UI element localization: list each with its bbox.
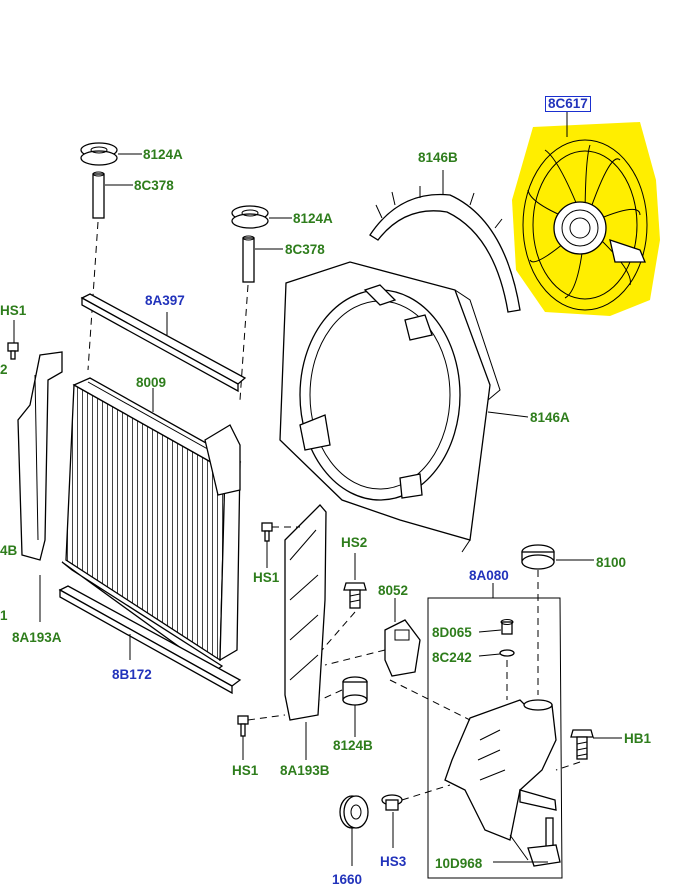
callout-8c378-mid[interactable]: 8C378 (285, 242, 325, 257)
pulley-1660[interactable] (339, 795, 369, 829)
screw-hs2[interactable] (343, 582, 367, 609)
callout-hb1[interactable]: HB1 (624, 731, 652, 746)
callout-8124a-left[interactable]: 8124A (143, 147, 183, 162)
reservoir-cap[interactable] (521, 544, 555, 570)
callout-8a193b[interactable]: 8A193B (280, 763, 330, 778)
callout-1660[interactable]: 1660 (332, 872, 363, 887)
radiator[interactable] (61, 377, 242, 673)
callout-8124b[interactable]: 8124B (333, 738, 373, 753)
callout-hs1-mid-top[interactable]: HS1 (253, 570, 280, 585)
callout-8009[interactable]: 8009 (136, 375, 167, 390)
bolt-mid-bottom-hs1[interactable] (237, 715, 249, 737)
callout-partial-1[interactable]: 1 (0, 608, 8, 623)
bolt-hb1[interactable] (570, 729, 594, 760)
bolt-mid-top-hs1[interactable] (261, 522, 273, 542)
callout-8c617[interactable]: 8C617 (545, 96, 591, 112)
callout-hs1-left[interactable]: HS1 (0, 303, 27, 318)
callout-partial-2[interactable]: 2 (0, 362, 8, 377)
callout-8124a-mid[interactable]: 8124A (293, 211, 333, 226)
callout-8052[interactable]: 8052 (378, 583, 409, 598)
mount-8124b[interactable] (342, 676, 368, 706)
sleeve-upper-left[interactable] (92, 171, 105, 219)
callout-8a397[interactable]: 8A397 (145, 293, 185, 308)
callout-8a080[interactable]: 8A080 (469, 568, 509, 583)
callout-10d968[interactable]: 10D968 (435, 856, 483, 871)
cap-upper-mid[interactable] (231, 205, 269, 229)
shroud-frame[interactable] (279, 261, 501, 553)
reservoir-group-frame (427, 597, 563, 879)
seal-top[interactable] (80, 293, 247, 393)
callout-hs3[interactable]: HS3 (380, 854, 407, 869)
callout-hs1-mid-bottom[interactable]: HS1 (232, 763, 259, 778)
bracket-mid[interactable] (284, 504, 327, 721)
fan-motor-assembly[interactable] (512, 122, 660, 316)
reservoir[interactable] (444, 699, 557, 841)
shroud-arc[interactable] (369, 186, 521, 313)
callout-8d065[interactable]: 8D065 (432, 625, 472, 640)
sensor[interactable] (384, 619, 421, 677)
hose-10d968[interactable] (527, 817, 561, 867)
callout-8146b[interactable]: 8146B (418, 150, 458, 165)
screw-hs3[interactable] (381, 794, 403, 811)
sleeve-upper-mid[interactable] (242, 235, 255, 283)
cap-upper-left[interactable] (80, 142, 118, 166)
callout-8100[interactable]: 8100 (596, 555, 627, 570)
callout-partial-4b[interactable]: 4B (0, 543, 18, 558)
callout-8a193a[interactable]: 8A193A (12, 630, 62, 645)
callout-8b172[interactable]: 8B172 (112, 667, 152, 682)
seal-bottom[interactable] (58, 585, 242, 695)
bracket-left[interactable] (17, 351, 63, 561)
callout-8146a[interactable]: 8146A (530, 410, 570, 425)
callout-8c242[interactable]: 8C242 (432, 650, 472, 665)
bolt-left-hs1[interactable] (7, 342, 19, 360)
callout-8c378-left[interactable]: 8C378 (134, 178, 174, 193)
callout-hs2[interactable]: HS2 (341, 535, 368, 550)
valve-8d065[interactable] (500, 619, 514, 635)
clip-8c242[interactable] (499, 649, 515, 657)
